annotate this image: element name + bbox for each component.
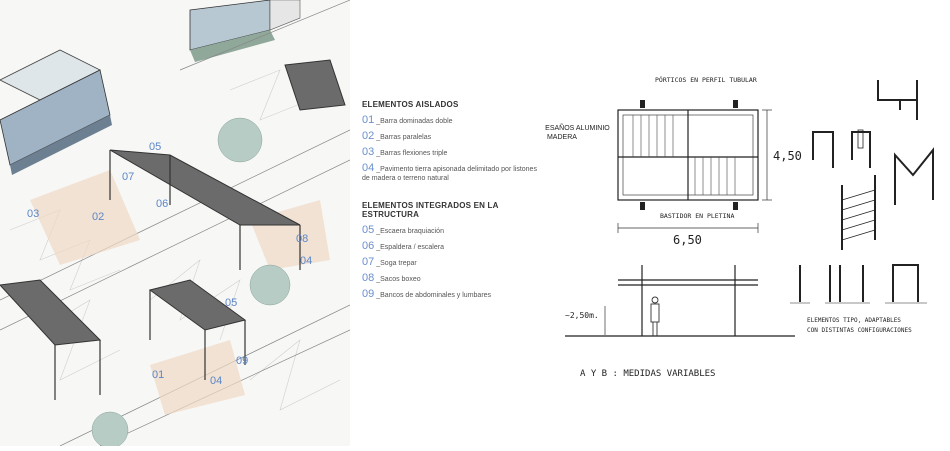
label-05: 05: [149, 141, 161, 153]
legend-item: 08_Sacos boxeo: [362, 272, 421, 284]
sketch-drawing: 4,50 6,50 PÓRTICOS EN PERFIL TUBULAR TRA…: [527, 75, 934, 379]
legend: ELEMENTOS AISLADOS 01_Barra dominadas do…: [362, 100, 542, 306]
label-bastidor: BASTIDOR EN PLETINA: [660, 212, 734, 220]
dimension-width: 6,50: [673, 233, 702, 247]
boxing-bag-icon: [857, 129, 864, 149]
label-travesanos-2: SÍMIL MADERA: [545, 132, 577, 141]
note-elements-2: CON DISTINTAS CONFIGURACIONES: [807, 327, 912, 334]
axonometric-view: 05 07 06 03 02 08 04 05 01 09 04: [0, 0, 350, 446]
earth-pavement: [150, 340, 245, 415]
label-09: 09: [236, 355, 248, 367]
note-variables: A Y B : MEDIDAS VARIABLES: [580, 369, 715, 379]
dimension-height: 4,50: [773, 149, 802, 163]
legend-item: 01_Barra dominadas doble: [362, 114, 453, 126]
legend-section-isolated-title: ELEMENTOS AISLADOS: [362, 100, 459, 109]
pergola-posts: [54, 150, 301, 400]
post-elements: [799, 264, 919, 302]
legend-item: 04_Pavimento tierra apisonada delimitado…: [362, 162, 537, 183]
label-05: 05: [225, 297, 237, 309]
structure-sketch: 4,50 6,50 PÓRTICOS EN PERFIL TUBULAR TRA…: [527, 60, 950, 446]
equipment-sketches: [812, 80, 934, 250]
legend-item: 07_Soga trepar: [362, 256, 417, 268]
tree: [91, 117, 291, 446]
legend-item: 09_Bancos de abdominales y lumbares: [362, 288, 492, 300]
label-04: 04: [300, 255, 312, 267]
building: [0, 0, 301, 175]
axonometric-labels: 05 07 06 03 02 08 04 05 01 09 04: [27, 141, 312, 387]
label-02: 02: [92, 211, 104, 223]
label-06: 06: [156, 198, 168, 210]
axonometric-drawing: 05 07 06 03 02 08 04 05 01 09 04: [0, 0, 350, 446]
label-07: 07: [122, 171, 134, 183]
note-elements-1: ELEMENTOS TIPO, ADAPTABLES: [807, 317, 901, 324]
label-travesanos-1: TRAVESAÑOS ALUMINIO: [545, 123, 610, 132]
label-03: 03: [27, 208, 39, 220]
ladder-rungs: [841, 189, 876, 241]
elevation: [565, 265, 795, 337]
earth-pavement: [30, 170, 140, 265]
legend-item: 03_Barras flexiones triple: [362, 146, 448, 158]
plan-slats: [632, 115, 736, 195]
dimension-lines: [604, 109, 772, 335]
legend-item: 05_Escaera braquiación: [362, 224, 444, 236]
plan-posts: [640, 100, 738, 210]
legend-item: 02_Barras paralelas: [362, 130, 432, 142]
pergola-structure: [0, 59, 346, 346]
label-01: 01: [152, 369, 164, 381]
label-04: 04: [210, 375, 222, 387]
plan-frame: [617, 109, 759, 201]
label-porticos: PÓRTICOS EN PERFIL TUBULAR: [655, 75, 757, 84]
legend-item: 06_Espaldera / escalera: [362, 240, 444, 252]
legend-section-integrated-title: ELEMENTOS INTEGRADOS EN LA ESTRUCTURA: [362, 201, 499, 219]
dimension-clearance: ~2,50m.: [565, 311, 599, 320]
person-figure: [650, 296, 660, 336]
label-08: 08: [296, 233, 308, 245]
